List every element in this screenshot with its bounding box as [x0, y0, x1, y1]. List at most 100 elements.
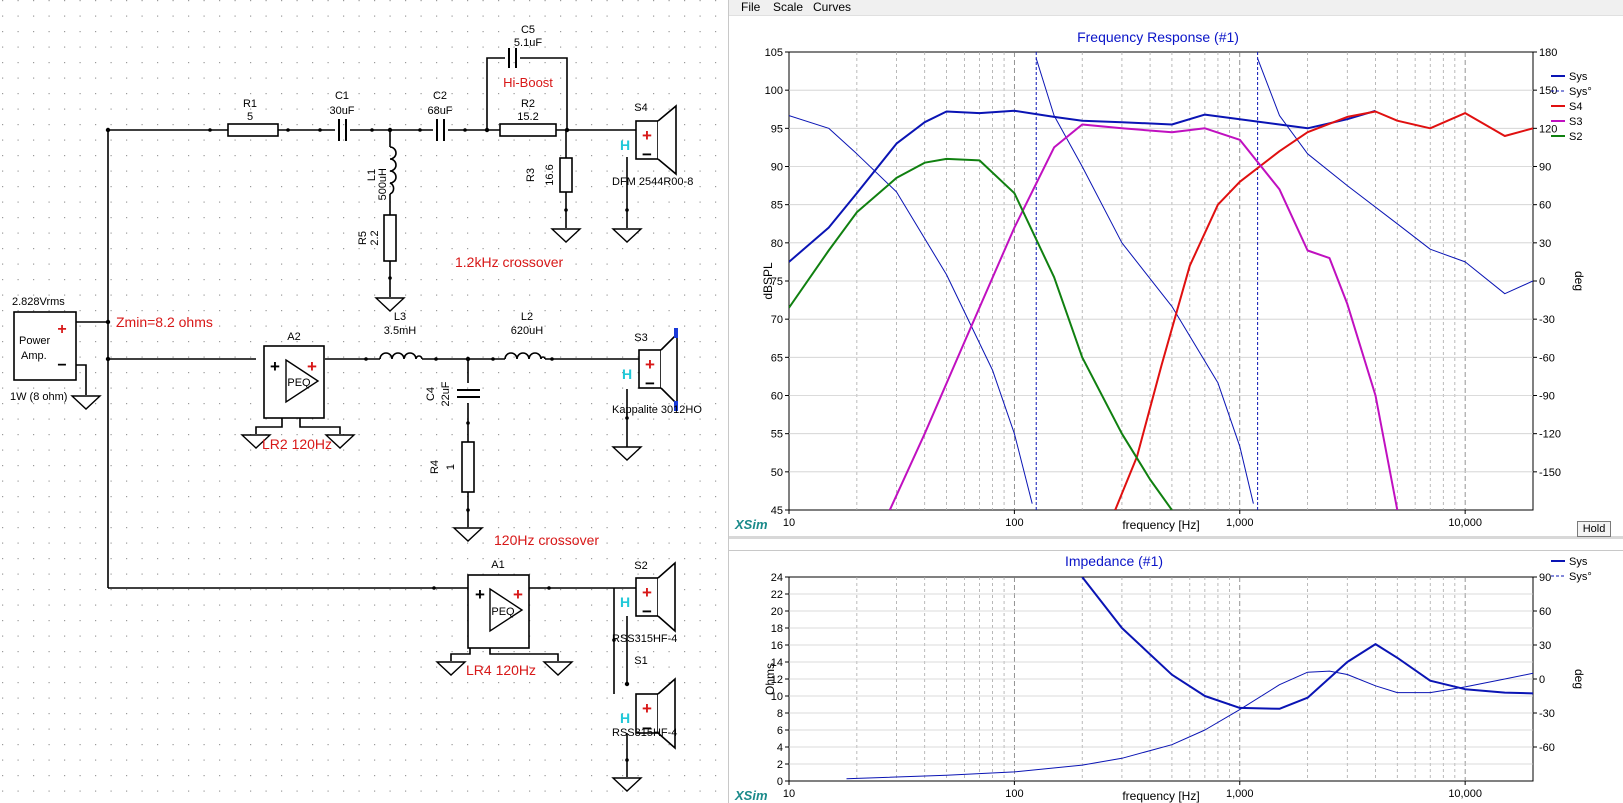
- resistor-r1[interactable]: R1 5: [227, 98, 279, 137]
- x-tick-label: 100: [1005, 788, 1023, 800]
- s2-model-label: RSS315HF-4: [612, 633, 677, 645]
- c5-value-label: 5.1uF: [514, 37, 542, 49]
- y-tick-label: 55: [771, 429, 783, 441]
- filter-block-a1[interactable]: PEQ + + A1: [467, 559, 530, 649]
- x-tick-label: 10: [783, 788, 795, 800]
- r3-value-label: 16.6: [544, 164, 556, 185]
- resistor-r3[interactable]: R3 16.6: [525, 157, 573, 193]
- y-tick-label: 20: [771, 606, 783, 618]
- y-tick-label: 16: [771, 640, 783, 652]
- menu-curves[interactable]: Curves: [813, 0, 852, 14]
- imp-xlabel: frequency [Hz]: [1122, 789, 1199, 803]
- y2-tick-label: 60: [1539, 200, 1551, 212]
- y-tick-label: 2: [777, 759, 783, 771]
- c4-value-label: 22uF: [440, 381, 452, 406]
- capacitor-c5[interactable]: C5 5.1uF Hi-Boost: [503, 24, 553, 90]
- resistor-r2[interactable]: R2 15.2: [499, 98, 557, 137]
- resistor-r5[interactable]: R5 2.2: [357, 214, 397, 262]
- s1-model-label: RSS315HF-4: [612, 727, 677, 739]
- crossover-hi-label: 1.2kHz crossover: [455, 254, 563, 270]
- source-power-label: 1W (8 ohm): [10, 391, 67, 403]
- legend-label-0: Sys: [1569, 71, 1588, 83]
- menu-file[interactable]: File: [741, 0, 761, 14]
- inductor-l2[interactable]: L2 620uH: [504, 311, 546, 360]
- l1-value-label: 500uH: [377, 168, 389, 200]
- y-tick-label: 70: [771, 314, 783, 326]
- y2-tick-label: 30: [1539, 640, 1551, 652]
- y-tick-label: 65: [771, 352, 783, 364]
- power-amp-source[interactable]: 2.828Vrms Power Amp. + − 1W (8 ohm): [10, 296, 77, 403]
- r1-name-label: R1: [243, 98, 257, 110]
- r5-name-label: R5: [357, 231, 369, 245]
- y-tick-label: 0: [777, 776, 783, 788]
- y-tick-label: 50: [771, 467, 783, 479]
- c2-name-label: C2: [433, 90, 447, 102]
- speaker-s4[interactable]: + − H S4 DFM 2544R00-8: [612, 102, 693, 188]
- speaker-s1[interactable]: + − H S1 RSS315HF-4: [612, 655, 677, 750]
- menu-scale[interactable]: Scale: [773, 0, 804, 14]
- frequency-response-chart[interactable]: Frequency Response (#1) 1051009590858075…: [729, 17, 1623, 539]
- x-tick-label: 100: [1005, 517, 1023, 529]
- inductor-l1[interactable]: L1 500uH: [366, 146, 397, 200]
- y2-tick-label: -120: [1539, 429, 1561, 441]
- speaker-s2[interactable]: + − H S2 RSS315HF-4: [612, 560, 677, 645]
- ground-symbols: [70, 228, 643, 792]
- imp-ylabel: Ohms: [763, 663, 777, 695]
- speaker-s1-minus: −: [642, 719, 652, 738]
- y-tick-label: 18: [771, 623, 783, 635]
- hold-button[interactable]: Hold: [1577, 521, 1611, 537]
- schematic-canvas[interactable]: R1 5 C1 30uF C2 68uF R2 15.2 C5 5.1uF Hi…: [0, 0, 728, 803]
- y2-tick-label: -90: [1539, 391, 1555, 403]
- fr-title: Frequency Response (#1): [1077, 29, 1239, 45]
- a2-name-label: A2: [287, 331, 300, 343]
- impedance-chart[interactable]: Impedance (#1) 2422201816141210864209060…: [729, 551, 1623, 803]
- y-tick-label: 6: [777, 725, 783, 737]
- l2-value-label: 620uH: [511, 325, 543, 337]
- legend-label-3: S3: [1569, 116, 1582, 128]
- filter-block-a2[interactable]: PEQ + + A2: [263, 331, 325, 419]
- y2-tick-label: 60: [1539, 606, 1551, 618]
- inductor-l3[interactable]: L3 3.5mH: [379, 311, 423, 360]
- y-tick-label: 60: [771, 391, 783, 403]
- capacitor-c1[interactable]: C1 30uF: [329, 90, 355, 141]
- y-tick-label: 100: [765, 85, 783, 97]
- y2-tick-label: -60: [1539, 352, 1555, 364]
- source-voltage-label: 2.828Vrms: [12, 296, 65, 308]
- series-line-sys-phase: [1257, 58, 1533, 295]
- s1-name-label: S1: [634, 655, 647, 667]
- a2-plus: +: [270, 357, 280, 376]
- speaker-s3[interactable]: + − H S3 Kappalite 3012HO: [612, 328, 702, 416]
- series-line-s3: [888, 123, 1399, 510]
- schematic-svg: R1 5 C1 30uF C2 68uF R2 15.2 C5 5.1uF Hi…: [0, 0, 728, 803]
- speaker-s2-minus: −: [642, 602, 652, 621]
- resistor-r4[interactable]: R4 1: [429, 441, 475, 493]
- source-name-label-1: Power: [19, 335, 51, 347]
- source-name-label-2: Amp.: [21, 350, 47, 362]
- c4-name-label: C4: [425, 387, 437, 401]
- y2-tick-label: 150: [1539, 85, 1557, 97]
- s3-model-label: Kappalite 3012HO: [612, 404, 702, 416]
- series-line-sys: [789, 109, 1376, 263]
- l3-name-label: L3: [394, 311, 406, 323]
- y2-tick-label: 90: [1539, 162, 1551, 174]
- r4-value-label: 1: [445, 464, 457, 470]
- lr2-label: LR2 120Hz: [262, 436, 332, 452]
- y-tick-label: 95: [771, 123, 783, 135]
- a1-plus: +: [475, 585, 485, 604]
- crossover-lo-label: 120Hz crossover: [494, 532, 599, 548]
- y2-tick-label: 180: [1539, 47, 1557, 59]
- y2-tick-label: 0: [1539, 276, 1545, 288]
- r1-value-label: 5: [247, 111, 253, 123]
- speaker-s3-plus: +: [645, 355, 655, 374]
- r2-name-label: R2: [521, 98, 535, 110]
- y-tick-label: 10: [771, 691, 783, 703]
- capacitor-c2[interactable]: C2 68uF: [427, 90, 453, 141]
- capacitor-c4[interactable]: C4 22uF: [425, 381, 480, 407]
- a2-peq-label: PEQ: [287, 377, 311, 389]
- x-tick-label: 10,000: [1448, 517, 1482, 529]
- fr-ylabel: dBSPL: [761, 262, 775, 300]
